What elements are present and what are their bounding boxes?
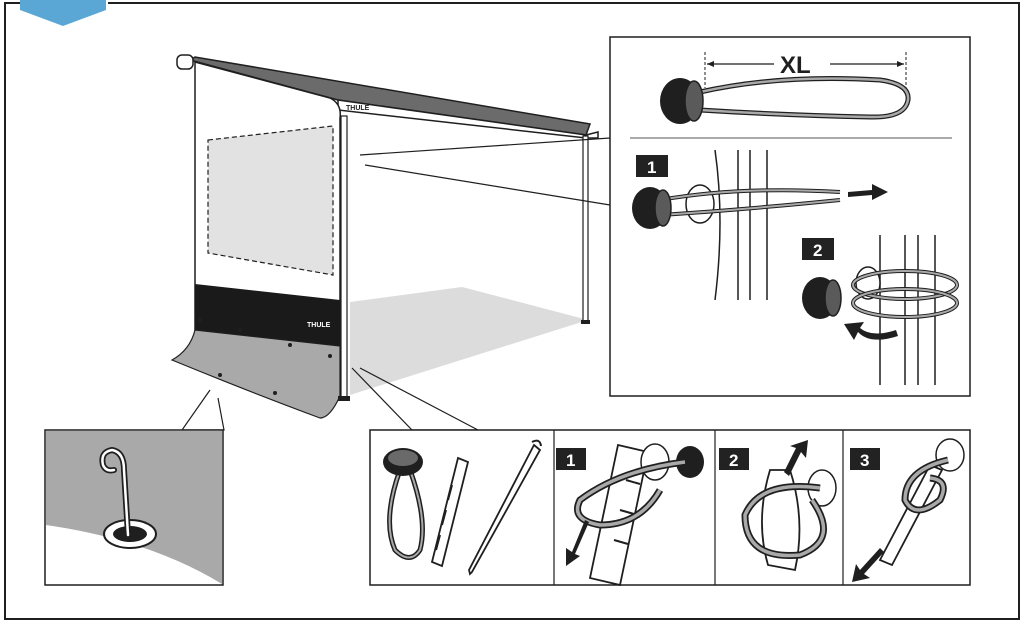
outer-frame (4, 2, 1020, 620)
accessory-step-1: 1 (556, 443, 704, 587)
hook-icon (99, 446, 157, 549)
accessory-step-3: 3 (850, 438, 965, 582)
side-wall-skirt (170, 329, 341, 419)
awning-illustration: THULE THULE (170, 54, 599, 419)
bungee-step-1-label: 1 (647, 158, 656, 177)
awning-brand-label: THULE (346, 105, 370, 112)
side-wall-brand-label: THULE (307, 322, 331, 329)
side-wall-window (207, 125, 334, 276)
arrow-icon (784, 440, 808, 476)
accessory-panel: 1 2 3 (369, 429, 971, 587)
front-pole (340, 115, 348, 400)
bungee-step-2: 2 (802, 235, 959, 385)
bungee-cord-icon (660, 76, 911, 124)
hook-panel (44, 429, 224, 586)
bungee-cord-icon (383, 448, 425, 560)
callout-line-bungee (359, 137, 611, 156)
bungee-step-2-label: 2 (813, 241, 822, 260)
size-label: XL (780, 52, 811, 79)
accessory-step-2: 2 (719, 440, 837, 572)
arrow-icon (566, 520, 589, 566)
callout-line-hook (180, 389, 225, 431)
corner-badge-icon (20, 0, 106, 26)
arrow-icon (848, 184, 888, 200)
rear-pole (582, 135, 589, 323)
accessory-step-2-label: 2 (729, 451, 738, 470)
accessory-step-3-label: 3 (860, 451, 869, 470)
accessory-step-1-label: 1 (566, 451, 575, 470)
ladder-strap-icon (430, 456, 470, 568)
arrow-icon (852, 548, 884, 582)
arrow-icon (844, 322, 898, 340)
floor-shadow (350, 287, 588, 395)
bungee-panel: XL 1 2 (609, 36, 971, 397)
tent-peg-icon (468, 439, 542, 576)
side-wall-band (195, 284, 340, 346)
bungee-step-1: 1 (632, 149, 888, 301)
